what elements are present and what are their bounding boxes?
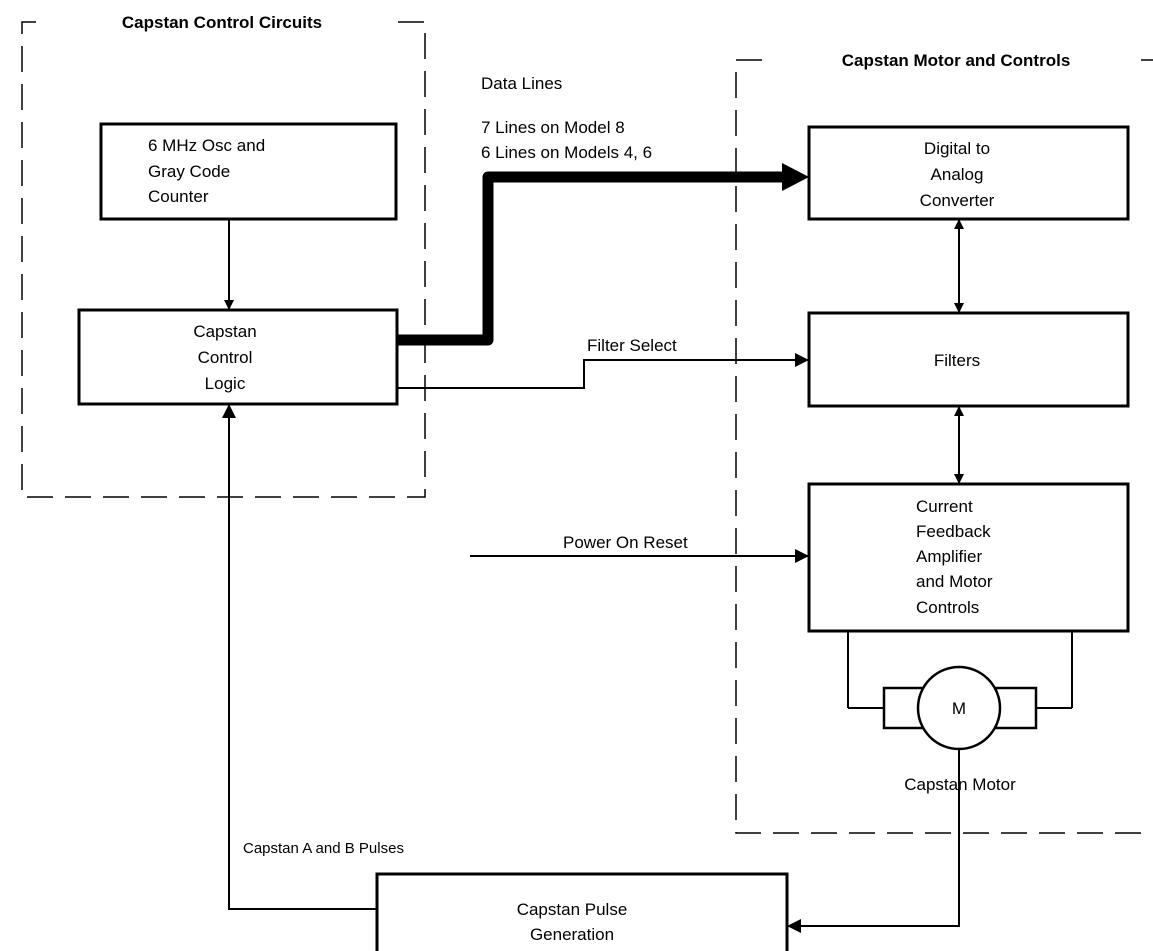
motor-symbol: M <box>952 699 966 718</box>
pulse-generation-label-2: Generation <box>530 925 614 944</box>
dac-label-2: Analog <box>931 165 984 184</box>
amplifier-label-1: Current <box>916 497 973 516</box>
dac-label-3: Converter <box>920 191 995 210</box>
amplifier-label-3: Amplifier <box>916 547 982 566</box>
motor-brush-right <box>994 686 1038 730</box>
dac-block <box>807 125 1130 221</box>
control-circuits-boundary <box>21 21 426 498</box>
filter-select-line <box>397 353 809 389</box>
control-logic-label-1: Capstan <box>193 322 256 341</box>
oscillator-label-1: 6 MHz Osc and <box>148 136 265 155</box>
control-logic-block <box>77 308 399 406</box>
amplifier-label-2: Feedback <box>916 522 991 541</box>
pulse-generation-label-1: Capstan Pulse <box>517 900 628 919</box>
pulses-to-logic-line <box>222 404 377 910</box>
data-lines-bus-arrowhead <box>782 163 809 191</box>
data-lines-model8-label: 7 Lines on Model 8 <box>481 118 625 137</box>
motor-to-pulse-generation-line <box>787 749 960 933</box>
power-on-reset-label: Power On Reset <box>563 533 688 552</box>
control-circuits-title: Capstan Control Circuits <box>122 13 322 32</box>
filter-select-label: Filter Select <box>587 336 677 355</box>
filters-label: Filters <box>934 351 980 370</box>
oscillator-block <box>99 122 398 221</box>
amplifier-label-5: Controls <box>916 598 979 617</box>
oscillator-label-3: Counter <box>148 187 209 206</box>
motor-label: Capstan Motor <box>904 775 1016 794</box>
amplifier-block <box>807 482 1130 633</box>
control-logic-label-2: Control <box>198 348 253 367</box>
pulses-label: Capstan A and B Pulses <box>243 840 404 857</box>
data-lines-label: Data Lines <box>481 74 562 93</box>
motor-and-controls-title: Capstan Motor and Controls <box>842 51 1071 70</box>
data-lines-models46-label: 6 Lines on Models 4, 6 <box>481 143 652 162</box>
oscillator-label-2: Gray Code <box>148 162 230 181</box>
amplifier-label-4: and Motor <box>916 572 993 591</box>
dac-label-1: Digital to <box>924 139 990 158</box>
motor-and-controls-boundary <box>735 59 1153 834</box>
control-logic-label-3: Logic <box>205 374 246 393</box>
data-lines-bus <box>397 171 790 346</box>
